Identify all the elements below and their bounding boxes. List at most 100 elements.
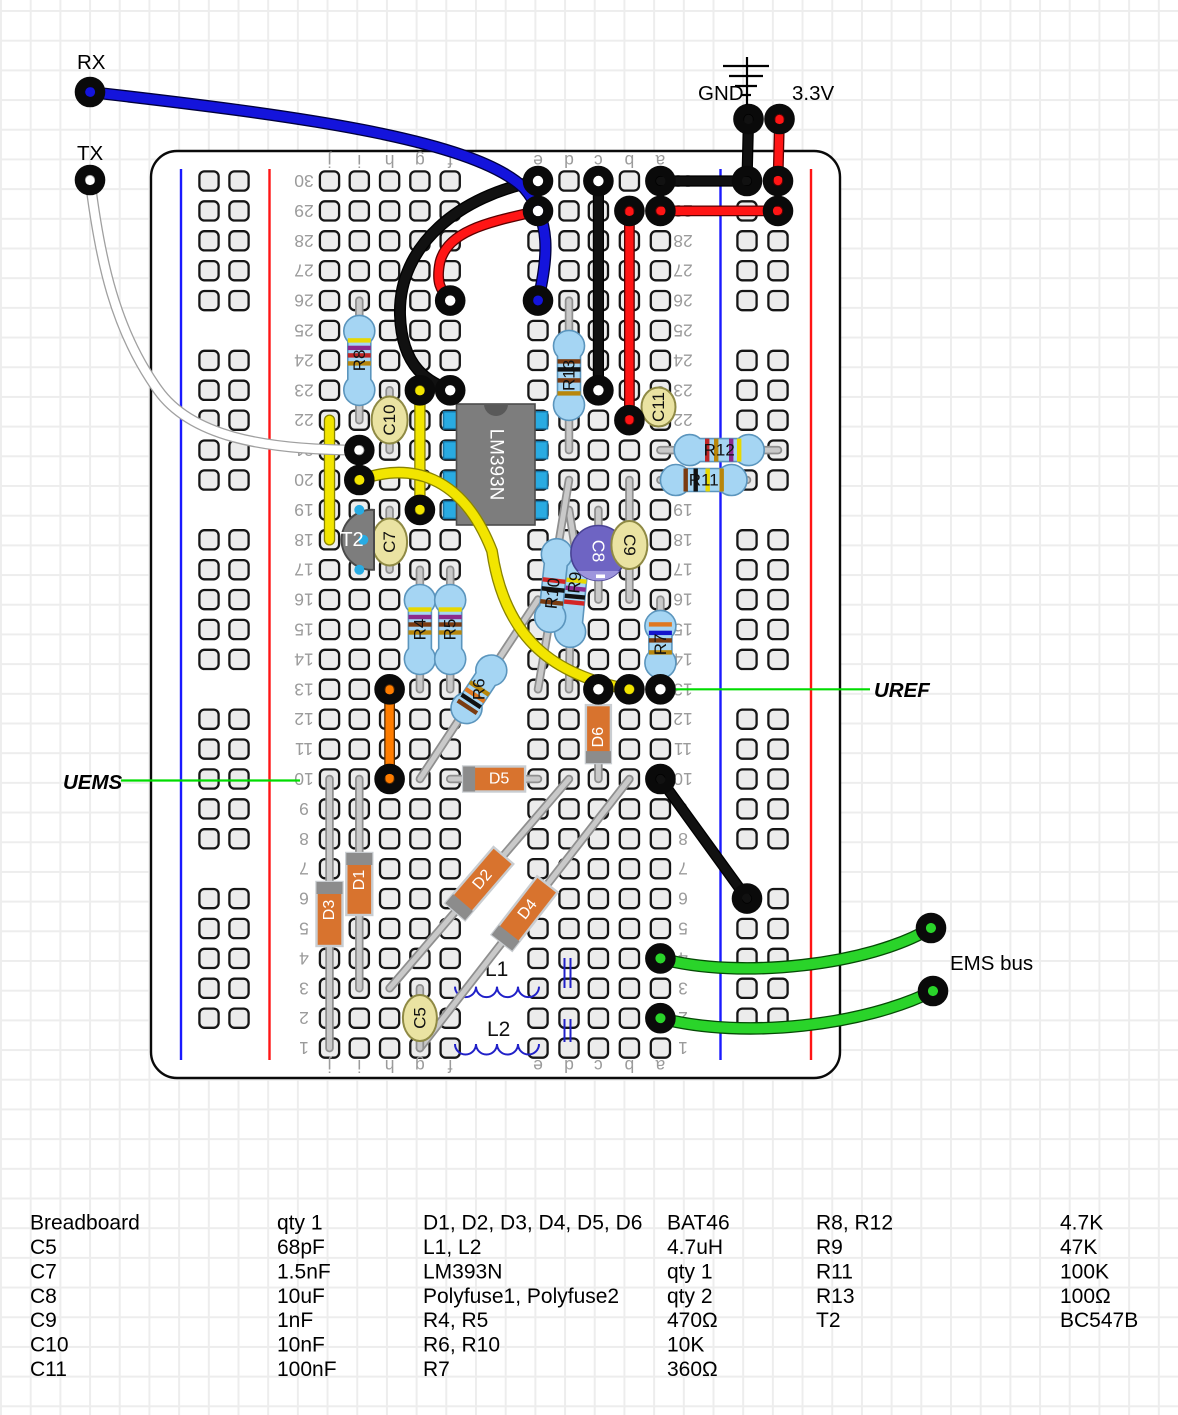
svg-text:a: a	[655, 151, 665, 171]
svg-text:1nF: 1nF	[277, 1309, 313, 1332]
svg-text:30: 30	[294, 171, 314, 191]
svg-text:i: i	[357, 1056, 361, 1076]
svg-text:R5: R5	[441, 619, 460, 641]
svg-text:1: 1	[299, 1038, 309, 1058]
svg-text:d: d	[564, 151, 574, 171]
svg-text:g: g	[415, 151, 425, 171]
svg-text:5: 5	[678, 919, 688, 939]
svg-text:c: c	[594, 1056, 603, 1076]
svg-text:C5: C5	[410, 1007, 429, 1029]
svg-text:T2: T2	[340, 529, 363, 551]
svg-text:D1, D2, D3, D4, D5, D6: D1, D2, D3, D4, D5, D6	[423, 1212, 642, 1235]
svg-text:27: 27	[294, 261, 313, 281]
svg-text:16: 16	[673, 590, 692, 610]
svg-text:i: i	[357, 151, 361, 171]
svg-text:Polyfuse1, Polyfuse2: Polyfuse1, Polyfuse2	[423, 1285, 619, 1308]
svg-text:C7: C7	[30, 1260, 57, 1283]
svg-text:j: j	[328, 151, 333, 171]
svg-text:20: 20	[294, 470, 314, 490]
svg-text:9: 9	[299, 799, 309, 819]
svg-text:24: 24	[294, 350, 314, 370]
svg-text:4.7uH: 4.7uH	[667, 1236, 723, 1259]
svg-text:13: 13	[294, 679, 313, 699]
svg-text:12: 12	[673, 709, 692, 729]
svg-text:16: 16	[294, 590, 313, 610]
svg-text:10: 10	[294, 769, 314, 789]
svg-text:R8, R12: R8, R12	[816, 1212, 893, 1235]
svg-text:10uF: 10uF	[277, 1285, 325, 1308]
svg-text:8: 8	[299, 829, 309, 849]
svg-text:f: f	[448, 151, 453, 171]
svg-text:R6, R10: R6, R10	[423, 1334, 500, 1357]
svg-text:1: 1	[678, 1038, 688, 1058]
svg-text:g: g	[415, 1056, 425, 1076]
svg-text:TX: TX	[77, 142, 104, 165]
svg-text:C8: C8	[588, 540, 608, 562]
svg-text:12: 12	[294, 709, 313, 729]
svg-text:11: 11	[295, 739, 313, 759]
svg-text:4: 4	[299, 948, 309, 968]
svg-text:R9: R9	[816, 1236, 843, 1259]
svg-text:360Ω: 360Ω	[667, 1358, 718, 1381]
svg-text:GND: GND	[698, 82, 744, 105]
svg-text:LM393N: LM393N	[486, 429, 507, 501]
svg-text:18: 18	[294, 530, 313, 550]
svg-text:47K: 47K	[1060, 1236, 1097, 1259]
svg-text:3: 3	[678, 978, 688, 998]
svg-text:EMS bus: EMS bus	[950, 952, 1033, 975]
svg-text:R11: R11	[689, 471, 719, 490]
svg-text:3: 3	[299, 978, 309, 998]
svg-text:100K: 100K	[1060, 1260, 1109, 1283]
svg-text:C8: C8	[30, 1285, 57, 1308]
svg-text:14: 14	[673, 649, 693, 669]
svg-text:C10: C10	[30, 1334, 69, 1357]
svg-text:7: 7	[299, 859, 309, 879]
svg-text:qty 1: qty 1	[277, 1212, 323, 1235]
svg-text:j: j	[328, 1056, 333, 1076]
svg-text:14: 14	[294, 649, 314, 669]
svg-text:4.7K: 4.7K	[1060, 1212, 1103, 1235]
svg-text:19: 19	[294, 500, 313, 520]
svg-text:15: 15	[673, 620, 692, 640]
svg-text:L1, L2: L1, L2	[423, 1236, 481, 1259]
svg-text:25: 25	[294, 321, 313, 341]
svg-text:18: 18	[673, 530, 692, 550]
svg-text:e: e	[533, 151, 543, 171]
svg-text:R4, R5: R4, R5	[423, 1309, 488, 1332]
svg-text:R13: R13	[816, 1285, 855, 1308]
svg-text:e: e	[533, 1056, 543, 1076]
svg-text:R8: R8	[350, 350, 369, 372]
svg-text:24: 24	[673, 350, 693, 370]
svg-text:23: 23	[673, 380, 692, 400]
svg-text:C7: C7	[380, 531, 399, 553]
svg-text:c: c	[594, 151, 603, 171]
svg-text:R10: R10	[542, 577, 564, 610]
svg-text:7: 7	[678, 859, 688, 879]
svg-text:b: b	[625, 151, 635, 171]
svg-text:28: 28	[294, 231, 313, 251]
svg-text:10nF: 10nF	[277, 1334, 325, 1357]
svg-text:27: 27	[673, 261, 692, 281]
svg-text:R12: R12	[704, 441, 735, 460]
svg-text:17: 17	[294, 560, 313, 580]
svg-text:100nF: 100nF	[277, 1358, 337, 1381]
svg-text:h: h	[385, 1056, 395, 1076]
svg-text:h: h	[385, 151, 395, 171]
svg-text:68pF: 68pF	[277, 1236, 325, 1259]
svg-text:BAT46: BAT46	[667, 1212, 730, 1235]
svg-text:2: 2	[299, 1008, 309, 1028]
svg-text:R9: R9	[564, 571, 585, 594]
svg-text:R7: R7	[651, 634, 670, 656]
svg-text:f: f	[448, 1056, 453, 1076]
svg-text:R13: R13	[560, 360, 579, 391]
svg-text:C10: C10	[380, 404, 399, 435]
svg-text:R7: R7	[423, 1358, 450, 1381]
svg-text:26: 26	[673, 291, 692, 311]
svg-text:C11: C11	[649, 392, 668, 422]
svg-text:23: 23	[294, 380, 313, 400]
svg-text:28: 28	[673, 231, 692, 251]
svg-text:R11: R11	[816, 1260, 853, 1283]
svg-text:6: 6	[678, 889, 688, 909]
svg-text:8: 8	[678, 829, 688, 849]
svg-text:10: 10	[673, 769, 693, 789]
